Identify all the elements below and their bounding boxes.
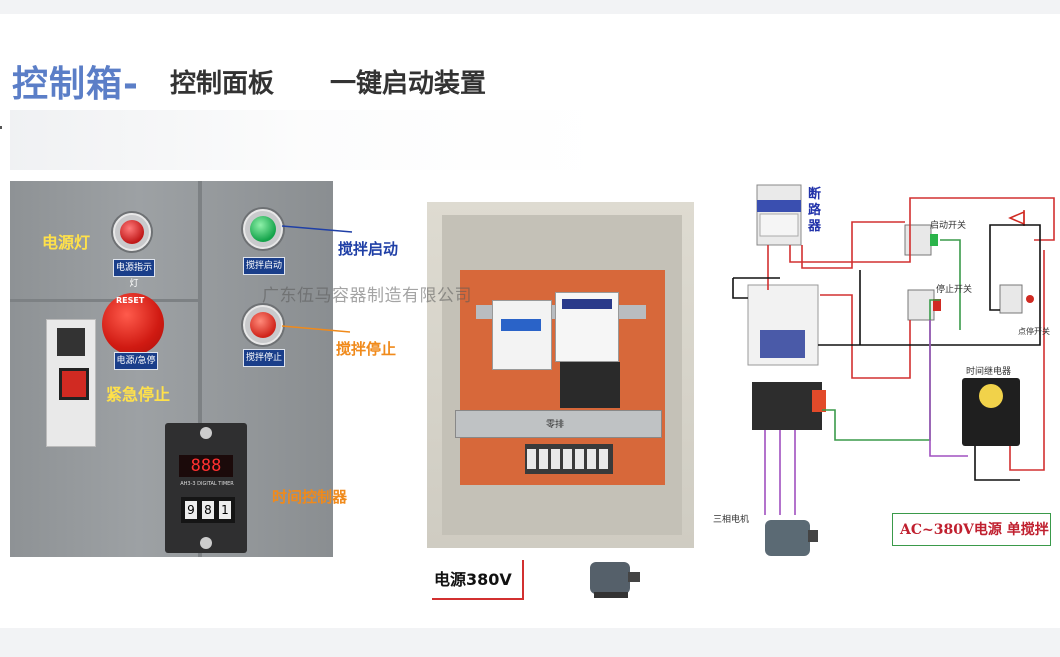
timer-display: 888: [179, 455, 233, 477]
watermark: 广东伍马容器制造有限公司: [262, 286, 472, 306]
digital-timer: 888 AH3-3 DIGITAL TIMER 9 8 1: [165, 423, 247, 553]
stop-annotation-label: 搅拌停止: [336, 340, 397, 358]
estop-plate: 电源/急停: [114, 352, 158, 370]
stray-mark: [0, 126, 2, 129]
diagram-start-switch: [904, 224, 932, 256]
diagram-overload: [752, 382, 822, 430]
page-subtitle-panel: 控制面板: [170, 69, 275, 99]
diagram-motor: [765, 520, 810, 556]
circuit-breaker: [492, 300, 552, 370]
panel-seam: [10, 299, 198, 302]
diagram-breaker-label: 断 路 器: [808, 187, 822, 234]
stop-button-plate: 搅拌停止: [243, 349, 285, 367]
timer-screw: [200, 427, 212, 439]
start-button[interactable]: [243, 209, 283, 249]
green-button-icon: [250, 216, 276, 242]
breaker-handle-icon: [501, 319, 541, 331]
stop-button[interactable]: [243, 305, 283, 345]
motor-icon: [584, 558, 642, 600]
diagram-relay-label: 时间继电器: [966, 367, 1012, 377]
bottom-band: [0, 628, 1060, 657]
diagram-time-relay: [962, 378, 1020, 446]
power-lamp: [113, 213, 151, 251]
wiring-trunk: 零排: [455, 410, 662, 438]
top-band: [0, 0, 1060, 14]
switch-lever: [57, 328, 85, 356]
isolator-switch[interactable]: [46, 319, 96, 447]
contactor: [555, 292, 619, 362]
thermal-overload-relay: [560, 362, 620, 408]
power-line: [432, 598, 524, 600]
start-annotation-label: 搅拌启动: [338, 240, 399, 258]
terminal-block: [525, 444, 613, 474]
emergency-stop-button[interactable]: RESET: [102, 293, 164, 355]
red-lamp-icon: [120, 220, 144, 244]
timer-digit[interactable]: 1: [219, 501, 231, 519]
diagram-limit-switch: [999, 284, 1023, 314]
power-lamp-label: 电源灯: [42, 233, 91, 252]
panel-seam: [198, 181, 202, 557]
estop-cap-text: RESET: [116, 296, 145, 305]
power-lamp-plate: 电源指示灯: [113, 259, 155, 289]
trunk-label: 零排: [546, 420, 565, 430]
start-pointer-line: [281, 225, 353, 233]
ac-power-label: AC~380V电源 单搅拌: [900, 522, 1049, 538]
timer-digit[interactable]: 9: [185, 501, 197, 519]
timer-digit-switches[interactable]: 9 8 1: [181, 497, 235, 523]
ac-power-box: [892, 513, 1051, 546]
timer-screw: [200, 537, 212, 549]
faded-header-area: [10, 110, 610, 170]
power-line-vertical: [522, 560, 524, 600]
stop-pointer-line: [281, 325, 351, 333]
estop-label: 紧急停止: [106, 385, 171, 404]
page-subtitle-device: 一键启动装置: [330, 69, 487, 99]
start-button-plate: 搅拌启动: [243, 257, 285, 275]
page-title: 控制箱-: [12, 64, 139, 105]
diagram-limit-switch-label: 点停开关: [1018, 327, 1050, 336]
power-380v-label: 电源380V: [434, 570, 512, 589]
timer-annotation-label: 时间控制器: [272, 488, 348, 506]
control-panel-photo: 电源指示灯 电源灯 搅拌启动 搅拌停止 RESET 电源/急停 紧急停止 888…: [10, 181, 333, 557]
contactor-label-icon: [562, 299, 612, 309]
timer-digit[interactable]: 8: [202, 501, 214, 519]
diagram-motor-label: 三相电机: [713, 515, 750, 525]
red-button-icon: [250, 312, 276, 338]
timer-model: AH3-3 DIGITAL TIMER: [180, 481, 234, 487]
switch-red-indicator: [59, 368, 89, 400]
diagram-start-switch-label: 启动开关: [930, 221, 967, 231]
diagram-stop-switch-label: 停止开关: [936, 285, 973, 295]
diagram-led-symbol: [1008, 210, 1025, 226]
